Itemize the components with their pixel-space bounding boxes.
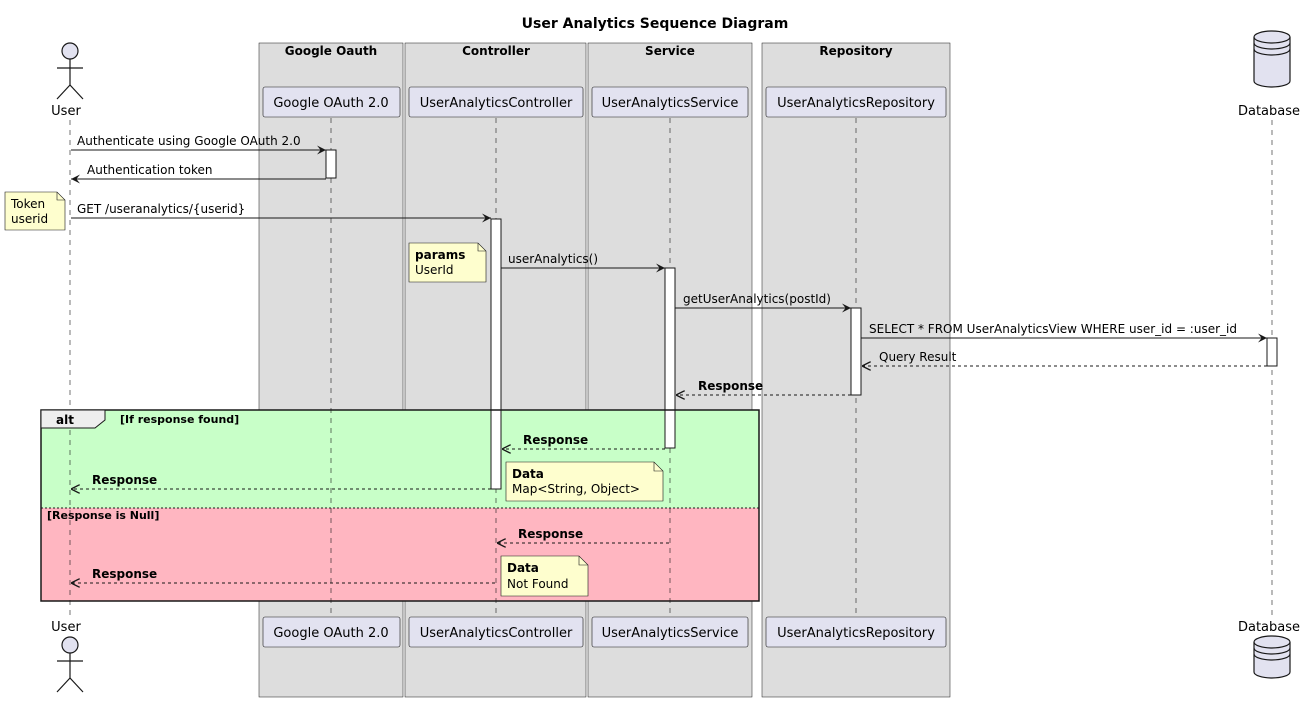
note-data-notfound-body: Not Found <box>507 577 568 591</box>
activations <box>325 149 1278 490</box>
box-controller-label: Controller <box>462 44 530 58</box>
note-params-title: params <box>415 248 465 262</box>
alt-fragment: alt [If response found] [Response is Nul… <box>40 409 760 602</box>
message-alt-controller-response-label: Response <box>92 473 157 487</box>
alt-guard-found: [If response found] <box>120 413 239 426</box>
message-sql-query-label: SELECT * FROM UserAnalyticsView WHERE us… <box>869 322 1237 336</box>
activation-service <box>664 267 676 449</box>
message-else-controller-response: Response <box>71 567 495 583</box>
message-get-user-analytics: getUserAnalytics(postId) <box>675 292 851 313</box>
participant-database-label: Database <box>1238 104 1300 119</box>
note-data-notfound-title: Data <box>507 561 539 575</box>
participant-controller-top: UserAnalyticsController <box>408 86 584 118</box>
message-alt-service-response: Response <box>502 433 665 449</box>
participant-database-bottom: Database <box>1238 620 1300 679</box>
participant-controller-bottom: UserAnalyticsController <box>408 616 584 648</box>
message-authenticate-label: Authenticate using Google OAuth 2.0 <box>77 134 301 148</box>
message-query-result: Query Result <box>862 350 1267 366</box>
message-get-request: GET /useranalytics/{userid} <box>71 202 491 223</box>
participant-service-label-bottom: UserAnalyticsService <box>602 626 739 641</box>
message-get-request-label: GET /useranalytics/{userid} <box>77 202 245 216</box>
activation-oauth <box>325 149 337 179</box>
message-user-analytics-call: userAnalytics() <box>501 252 665 273</box>
participant-service-label: UserAnalyticsService <box>602 96 739 111</box>
message-sql-query: SELECT * FROM UserAnalyticsView WHERE us… <box>861 322 1267 343</box>
participant-oauth-top: Google OAuth 2.0 <box>262 86 401 118</box>
participant-user-label: User <box>51 104 81 119</box>
box-service-label: Service <box>645 44 695 58</box>
participant-controller-label-bottom: UserAnalyticsController <box>420 626 573 641</box>
note-token-line2: userid <box>11 212 48 226</box>
participant-user-bottom: User <box>51 620 84 693</box>
participant-user-top: User <box>51 42 84 119</box>
message-query-result-label: Query Result <box>879 350 957 364</box>
activation-controller <box>490 218 502 490</box>
participant-user-label-bottom: User <box>51 620 81 635</box>
note-params-body: UserId <box>415 263 454 277</box>
activation-repository <box>850 307 862 396</box>
note-data-found-body: Map<String, Object> <box>512 482 640 496</box>
participant-oauth-bottom: Google OAuth 2.0 <box>262 616 401 648</box>
participant-service-top: UserAnalyticsService <box>591 86 749 118</box>
box-repository-label: Repository <box>819 44 892 58</box>
message-repo-response-label: Response <box>698 379 763 393</box>
message-alt-controller-response: Response <box>71 473 491 489</box>
note-params: params UserId <box>408 242 487 283</box>
message-authenticate: Authenticate using Google OAuth 2.0 <box>71 134 326 155</box>
participant-repository-label-bottom: UserAnalyticsRepository <box>777 626 935 641</box>
note-token-line1: Token <box>10 197 45 211</box>
message-else-controller-response-label: Response <box>92 567 157 581</box>
alt-guard-null: [Response is Null] <box>47 509 159 522</box>
participant-repository-top: UserAnalyticsRepository <box>765 86 947 118</box>
message-auth-token: Authentication token <box>71 163 326 184</box>
note-data-notfound: Data Not Found <box>500 555 589 597</box>
database-icon <box>1253 30 1291 88</box>
note-token: Token userid <box>4 191 66 231</box>
participant-repository-label: UserAnalyticsRepository <box>777 96 935 111</box>
message-repo-response: Response <box>676 379 851 395</box>
message-else-service-response-label: Response <box>518 527 583 541</box>
message-auth-token-label: Authentication token <box>87 163 212 177</box>
message-else-service-response: Response <box>497 527 669 543</box>
diagram-title: User Analytics Sequence Diagram <box>522 16 789 32</box>
actor-icon <box>56 42 84 100</box>
participant-database-top: Database <box>1238 30 1300 119</box>
actor-icon <box>56 636 84 693</box>
participant-oauth-label: Google OAuth 2.0 <box>273 96 388 111</box>
message-get-user-analytics-label: getUserAnalytics(postId) <box>683 292 831 306</box>
participant-service-bottom: UserAnalyticsService <box>591 616 749 648</box>
alt-null-region <box>41 508 759 601</box>
note-data-found: Data Map<String, Object> <box>505 461 664 502</box>
lifelines <box>69 118 1273 617</box>
participant-oauth-label-bottom: Google OAuth 2.0 <box>273 626 388 641</box>
message-user-analytics-call-label: userAnalytics() <box>508 252 598 266</box>
note-data-found-title: Data <box>512 467 544 481</box>
activation-database <box>1266 337 1278 367</box>
participant-controller-label: UserAnalyticsController <box>420 96 573 111</box>
alt-operator-label: alt <box>56 413 74 427</box>
box-google-oauth-label: Google Oauth <box>285 44 377 58</box>
participant-database-label-bottom: Database <box>1238 620 1300 635</box>
message-alt-service-response-label: Response <box>523 433 588 447</box>
database-icon <box>1253 635 1291 679</box>
participant-repository-bottom: UserAnalyticsRepository <box>765 616 947 648</box>
